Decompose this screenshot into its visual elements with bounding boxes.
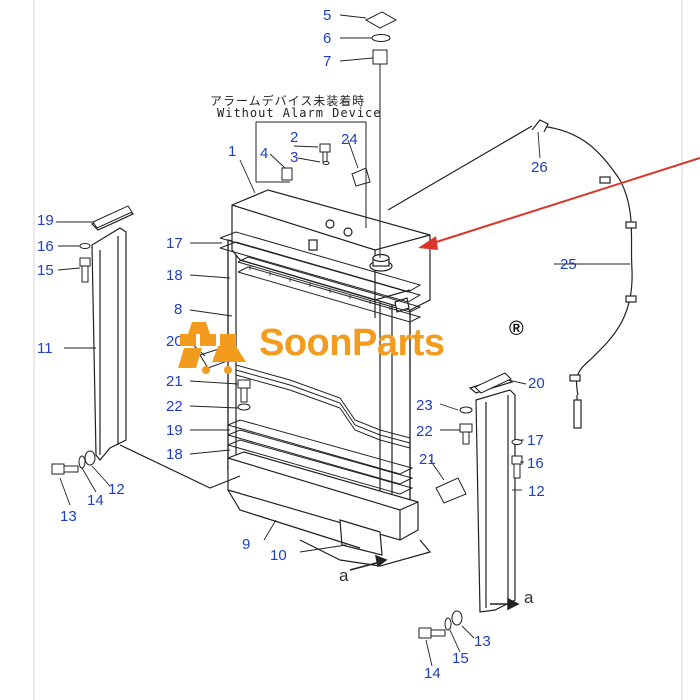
logo-text: SoonParts [259, 322, 445, 364]
alarm-note-japanese: アラームデバイス未装着時 [210, 94, 366, 108]
excavator-icon [178, 322, 246, 374]
red-indicator-arrow [418, 157, 700, 250]
callout-12: 12 [528, 483, 545, 500]
leader-lines [56, 14, 630, 667]
callout-24: 24 [341, 131, 358, 148]
alarm-device-box [255, 121, 367, 228]
callout-4: 4 [260, 145, 269, 162]
view-label-a-right: a [524, 588, 534, 607]
callout-5: 5 [323, 7, 332, 24]
callout-19-top: 18 [166, 267, 183, 284]
callout-2: 2 [290, 129, 299, 146]
callout-20-right: 20 [528, 375, 545, 392]
callout-7: 7 [323, 53, 332, 70]
callout-13-right: 13 [474, 633, 491, 650]
callout-6: 6 [323, 30, 332, 47]
callout-18-top: 17 [166, 235, 183, 252]
callout-21-left: 20 [166, 333, 183, 350]
callout-17-left: 16 [37, 238, 54, 255]
callout-10: 10 [270, 547, 287, 564]
left-side-bracket [90, 209, 241, 489]
callout-11: 11 [37, 340, 53, 357]
callout-22-left: 21 [166, 373, 183, 390]
callout-25: 25 [560, 256, 577, 273]
callout-14-right: 14 [424, 665, 441, 682]
lower-seal-strips [227, 419, 414, 495]
callout-13-left: 12 [108, 481, 125, 498]
callout-14-left: 13 [60, 508, 77, 525]
right-side-bracket [468, 376, 516, 613]
callout-23-left: 22 [166, 398, 183, 415]
alarm-note-english: Without Alarm Device [217, 106, 382, 120]
callout-26: 26 [531, 159, 548, 176]
top-seal-strips [219, 231, 422, 323]
core-fin-lines [235, 364, 411, 449]
callout-16-right: 16 [527, 455, 544, 472]
soonparts-logo: SoonParts ® [176, 318, 536, 376]
sensor-wire-harness [387, 119, 637, 429]
callout-22-right: 22 [416, 423, 433, 440]
callout-9: 9 [242, 536, 251, 553]
callout-21-right: 21 [419, 451, 436, 468]
callout-16-left: 15 [37, 262, 54, 279]
view-arrows [349, 554, 520, 611]
callout-15-left: 14 [87, 492, 104, 509]
callout-20-left: 19 [37, 212, 54, 229]
view-label-a-left: a [339, 566, 349, 585]
callout-18-bottom: 18 [166, 446, 183, 463]
lower-tank [227, 451, 432, 567]
callout-19-bottom: 19 [166, 422, 183, 439]
callout-1: 1 [228, 143, 237, 160]
callout-15-right: 15 [452, 650, 469, 667]
callout-23-right: 23 [416, 397, 433, 414]
registered-mark: ® [509, 318, 524, 340]
callout-3: 3 [290, 149, 299, 166]
callout-17-right: 17 [527, 432, 544, 449]
callout-8: 8 [174, 301, 183, 318]
